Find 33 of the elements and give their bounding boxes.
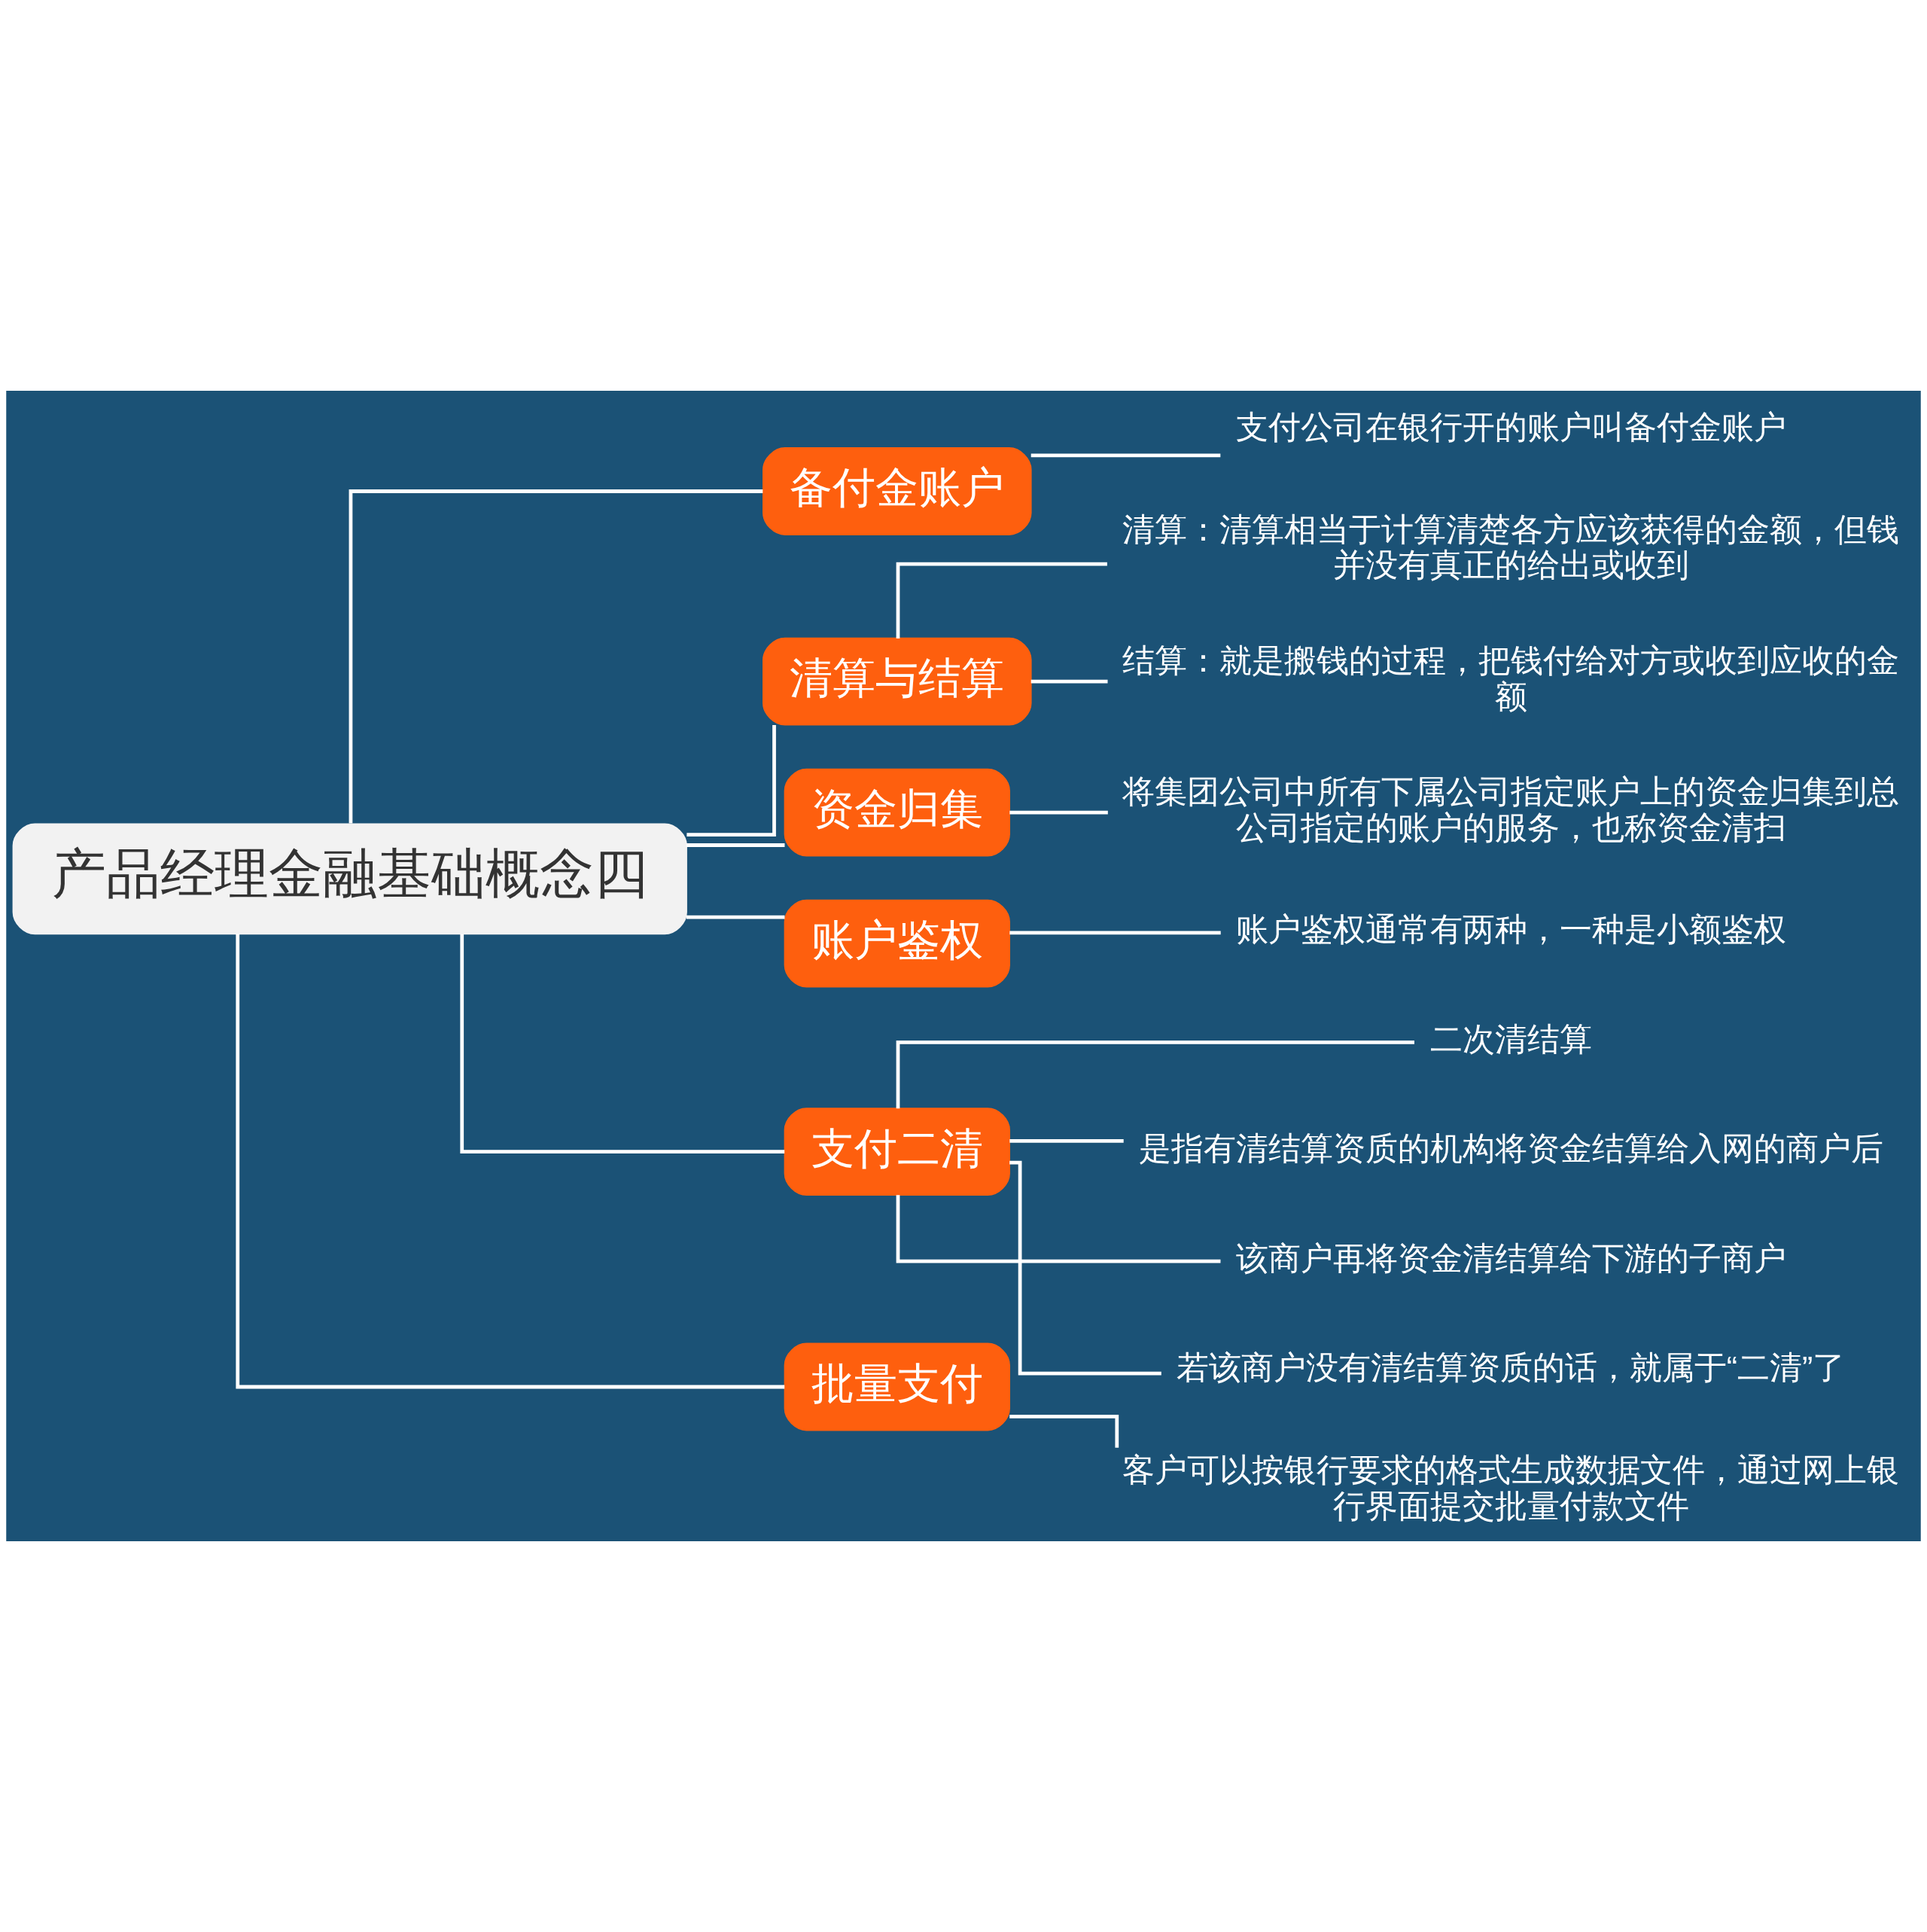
connector bbox=[1030, 679, 1108, 684]
node-text: 二次清结算 bbox=[1429, 1020, 1592, 1057]
connector bbox=[896, 1040, 1414, 1109]
connector bbox=[460, 934, 785, 1154]
connector bbox=[1009, 810, 1108, 815]
connector bbox=[236, 934, 785, 1389]
connector bbox=[686, 843, 785, 847]
node-text: 清算：清算相当于计算清楚各方应该获得的金额，但钱并没有真正的给出或收到 bbox=[1122, 510, 1900, 584]
connector bbox=[686, 724, 776, 836]
node-text: 若该商户没有清结算资质的话，就属于“二清”了 bbox=[1176, 1349, 1846, 1386]
node-text: 客户可以按银行要求的格式生成数据文件，通过网上银行界面提交批量付款文件 bbox=[1122, 1451, 1900, 1524]
connector bbox=[1009, 931, 1221, 935]
node-text: 该商户再将资金清结算给下游的子商户 bbox=[1235, 1239, 1786, 1276]
connector bbox=[896, 562, 1107, 638]
node-box: 清算与结算 bbox=[763, 637, 1032, 726]
connector bbox=[1009, 1139, 1124, 1143]
node-box: 产品经理金融基础概念四 bbox=[12, 823, 687, 935]
node-text: 账户鉴权通常有两种，一种是小额鉴权 bbox=[1235, 911, 1786, 948]
node-text: 结算：就是搬钱的过程，把钱付给对方或收到应收的金额 bbox=[1122, 641, 1900, 715]
connector bbox=[1030, 453, 1221, 458]
connector bbox=[349, 489, 763, 824]
node-box: 支付二清 bbox=[784, 1108, 1010, 1196]
node-box: 账户鉴权 bbox=[784, 899, 1010, 988]
node-box: 备付金账户 bbox=[763, 447, 1032, 535]
node-text: 支付公司在银行开的账户叫备付金账户 bbox=[1235, 408, 1786, 445]
node-text: 将集团公司中所有下属公司指定账户上的资金归集到总公司指定的账户的服务，也称资金清扫 bbox=[1122, 772, 1900, 846]
node-box: 批量支付 bbox=[784, 1342, 1010, 1431]
connector bbox=[1009, 1414, 1119, 1448]
node-box: 资金归集 bbox=[784, 768, 1010, 857]
connector bbox=[1009, 1160, 1161, 1376]
connector bbox=[896, 1195, 1221, 1263]
node-text: 是指有清结算资质的机构将资金结算给入网的商户后 bbox=[1138, 1130, 1883, 1167]
connector bbox=[686, 915, 785, 919]
